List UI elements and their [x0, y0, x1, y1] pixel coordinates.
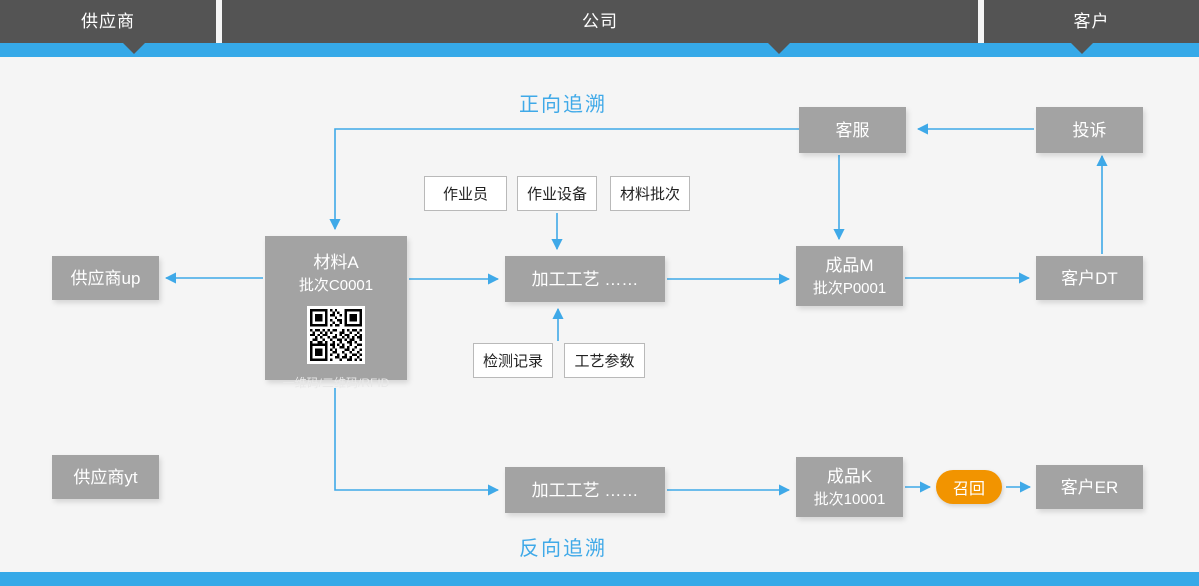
lane-header-customer: 客户 [984, 0, 1199, 43]
node-customer-dt[interactable]: 客户DT [1036, 256, 1143, 300]
node-code-types: 一维码/二维码/RFID [282, 376, 390, 390]
node-supplier-yt[interactable]: 供应商yt [52, 455, 159, 499]
lane-header-supplier: 供应商 [0, 0, 216, 43]
node-label: 加工工艺 …… [531, 269, 639, 289]
tag-inspection-record[interactable]: 检测记录 [473, 343, 553, 378]
node-label: 投诉 [1072, 120, 1107, 140]
node-title: 材料A [313, 253, 359, 272]
node-label: 客户DT [1061, 268, 1118, 288]
node-process-top[interactable]: 加工工艺 …… [505, 256, 665, 302]
node-customer-er[interactable]: 客户ER [1036, 465, 1143, 509]
node-supplier-up[interactable]: 供应商up [52, 256, 159, 300]
tag-equipment[interactable]: 作业设备 [517, 176, 597, 211]
lane-notch-supplier [123, 43, 145, 54]
qr-code-icon [307, 306, 365, 364]
caption-forward-trace: 正向追溯 [519, 94, 607, 116]
node-label: 加工工艺 …… [531, 480, 639, 500]
node-product-k[interactable]: 成品K 批次10001 [796, 457, 903, 517]
node-process-bottom[interactable]: 加工工艺 …… [505, 467, 665, 513]
recall-badge[interactable]: 召回 [936, 470, 1002, 504]
tag-operator[interactable]: 作业员 [424, 176, 507, 211]
top-accent-bar [0, 43, 1199, 57]
node-label: 客服 [835, 120, 870, 140]
lane-header-company: 公司 [222, 0, 978, 43]
node-title: 成品K [826, 466, 873, 486]
tag-material-batch[interactable]: 材料批次 [610, 176, 690, 211]
node-product-m[interactable]: 成品M 批次P0001 [796, 246, 903, 306]
node-material-a[interactable]: 材料A 批次C0001 [265, 236, 407, 390]
node-customer-service[interactable]: 客服 [799, 107, 906, 153]
bottom-accent-bar [0, 572, 1199, 586]
tag-process-parameter[interactable]: 工艺参数 [564, 343, 645, 378]
lane-notch-company [768, 43, 790, 54]
node-label: 供应商up [70, 268, 141, 288]
node-title: 成品M [825, 255, 874, 275]
node-batch: 批次C0001 [298, 277, 374, 294]
caption-reverse-trace: 反向追溯 [519, 538, 607, 560]
lane-header-row: 供应商 公司 客户 [0, 0, 1199, 43]
node-label: 供应商yt [73, 467, 138, 487]
node-batch: 批次P0001 [812, 279, 887, 297]
lane-notch-customer [1071, 43, 1093, 54]
node-complaint[interactable]: 投诉 [1036, 107, 1143, 153]
node-batch: 批次10001 [813, 490, 886, 508]
node-label: 客户ER [1060, 477, 1119, 497]
